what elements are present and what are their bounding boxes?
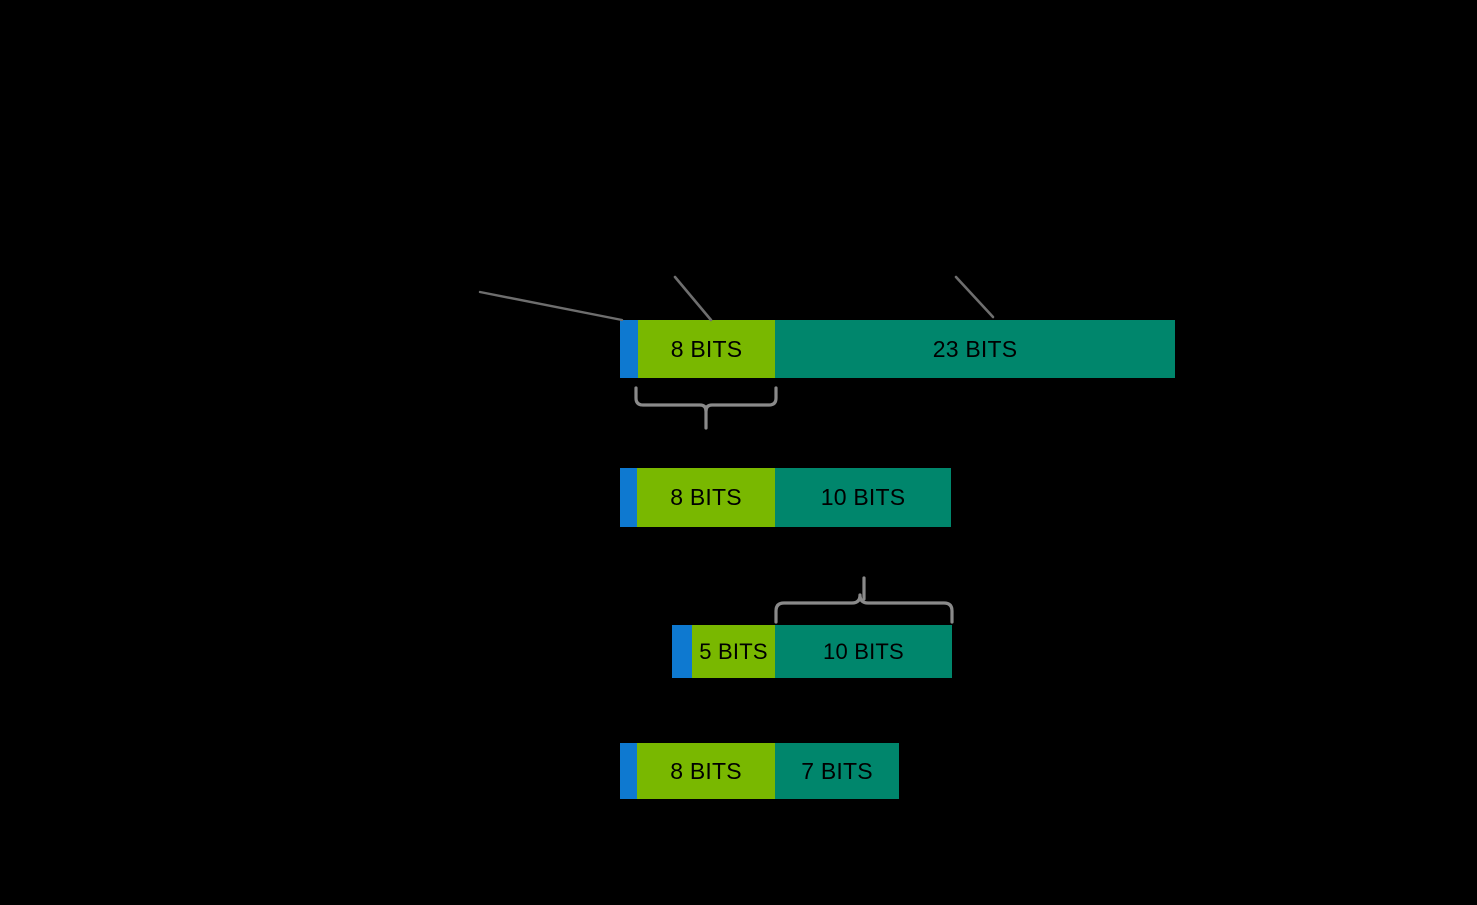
bit-field-bar-4: 8 BITS 7 BITS [620, 743, 899, 799]
bar-1-green-field-segment: 8 BITS [638, 320, 775, 378]
bar-2-teal-field-segment: 10 BITS [775, 468, 951, 527]
leader-line-to-prefix-segment [478, 290, 624, 322]
bar-4-teal-field-segment: 7 BITS [775, 743, 899, 799]
bit-field-bar-1: 8 BITS 23 BITS [620, 320, 1175, 378]
bit-field-bar-3: 5 BITS 10 BITS [672, 625, 952, 678]
bar-1-prefix-segment [620, 320, 638, 378]
leader-line-to-teal-field [954, 275, 995, 319]
bar-4-prefix-segment [620, 743, 637, 799]
leader-line-to-green-field [673, 275, 713, 322]
brace-under-green-field-bar-1 [634, 386, 778, 430]
bar-4-green-field-segment: 8 BITS [637, 743, 775, 799]
bar-3-teal-field-segment: 10 BITS [775, 625, 952, 678]
bar-2-prefix-segment [620, 468, 637, 527]
brace-over-teal-field-bar-3 [774, 576, 954, 624]
bit-field-bar-2: 8 BITS 10 BITS [620, 468, 951, 527]
bar-1-teal-field-segment: 23 BITS [775, 320, 1175, 378]
bar-2-green-field-segment: 8 BITS [637, 468, 775, 527]
bar-3-prefix-segment [672, 625, 692, 678]
bar-3-green-field-segment: 5 BITS [692, 625, 775, 678]
